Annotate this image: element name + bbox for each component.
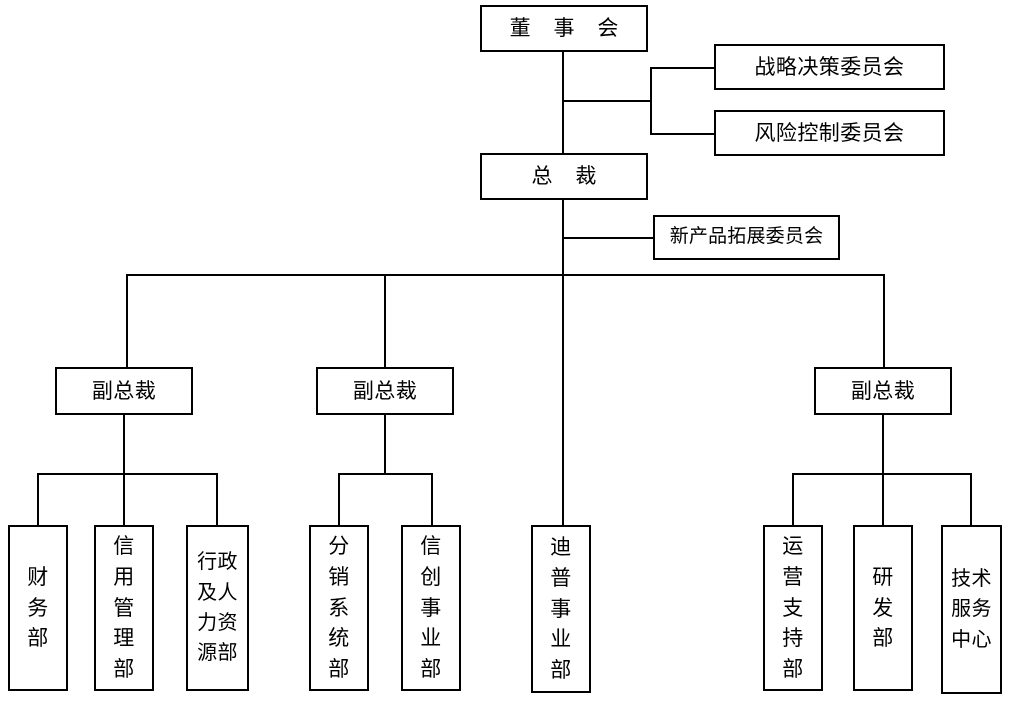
connector-vp3-stem [882,415,884,474]
node-vp1-label: 副总裁 [91,378,157,403]
node-vp2[interactable]: 副总裁 [316,367,454,415]
node-dept-admin-hr[interactable]: 行政 及人 力资 源部 [186,525,249,691]
node-dept-rd-label: 研 发 部 [872,565,894,651]
node-president[interactable]: 总 裁 [480,153,648,200]
connector-president-to-new-product-committee [562,237,655,239]
connector-vp2-stem [384,415,386,474]
node-dept-credit-label: 信 用 管 理 部 [113,534,135,681]
connector-vp2-to-distribution [338,473,340,526]
connector-main-bus [126,274,885,276]
node-president-label: 总 裁 [531,164,606,189]
node-dept-distribution-label: 分 销 系 统 部 [328,534,350,681]
connector-vp1-to-credit [123,473,125,526]
connector-board-to-president [562,52,564,153]
node-strategy-committee-label: 战略决策委员会 [754,54,905,79]
node-risk-committee[interactable]: 风险控制委员会 [714,110,945,156]
node-dept-dptech-label: 迪 普 事 业 部 [550,535,572,682]
connector-committee-bracket [650,67,652,135]
node-dept-tech-service-label: 技术 服务 中心 [951,567,992,651]
node-vp3[interactable]: 副总裁 [814,367,952,415]
node-dept-operations[interactable]: 运 营 支 持 部 [763,525,823,691]
node-dept-tech-service[interactable]: 技术 服务 中心 [941,525,1002,694]
node-vp2-label: 副总裁 [352,378,418,403]
node-vp3-label: 副总裁 [850,378,916,403]
node-vp1[interactable]: 副总裁 [55,367,193,415]
node-dept-xinchuang-label: 信 创 事 业 部 [420,534,442,681]
connector-bracket-to-strategy-committee [650,67,716,69]
connector-board-to-committee-bracket [562,100,652,102]
node-new-product-committee[interactable]: 新产品拓展委员会 [653,215,840,260]
connector-president-trunk [562,200,564,525]
node-dept-credit[interactable]: 信 用 管 理 部 [94,525,154,691]
connector-vp2-to-xinchuang [431,473,433,526]
connector-bus-to-vp2 [384,274,386,367]
node-dept-finance-label: 财 务 部 [27,565,49,651]
node-new-product-committee-label: 新产品拓展委员会 [669,226,824,248]
node-dept-admin-hr-label: 行政 及人 力资 源部 [197,551,238,665]
node-dept-finance[interactable]: 财 务 部 [8,525,68,691]
connector-vp3-to-operations [792,473,794,526]
connector-bracket-to-risk-committee [650,133,716,135]
node-dept-rd[interactable]: 研 发 部 [853,525,913,691]
connector-vp1-stem [123,415,125,474]
connector-vp2-bus [338,473,433,475]
connector-vp1-to-admin-hr [216,473,218,526]
node-board-label: 董 事 会 [509,16,628,41]
node-dept-xinchuang[interactable]: 信 创 事 业 部 [401,525,461,691]
connector-vp3-to-tech-service [970,473,972,526]
node-risk-committee-label: 风险控制委员会 [754,120,905,145]
connector-vp1-to-finance [37,473,39,526]
node-board[interactable]: 董 事 会 [480,5,648,52]
node-strategy-committee[interactable]: 战略决策委员会 [714,44,945,90]
node-dept-distribution[interactable]: 分 销 系 统 部 [309,525,369,691]
connector-bus-to-vp1 [126,274,128,367]
node-dept-operations-label: 运 营 支 持 部 [782,534,804,681]
connector-vp1-bus [37,473,218,475]
connector-vp3-to-rd [882,473,884,526]
connector-bus-to-vp3 [883,274,885,367]
node-dept-dptech[interactable]: 迪 普 事 业 部 [531,525,591,693]
